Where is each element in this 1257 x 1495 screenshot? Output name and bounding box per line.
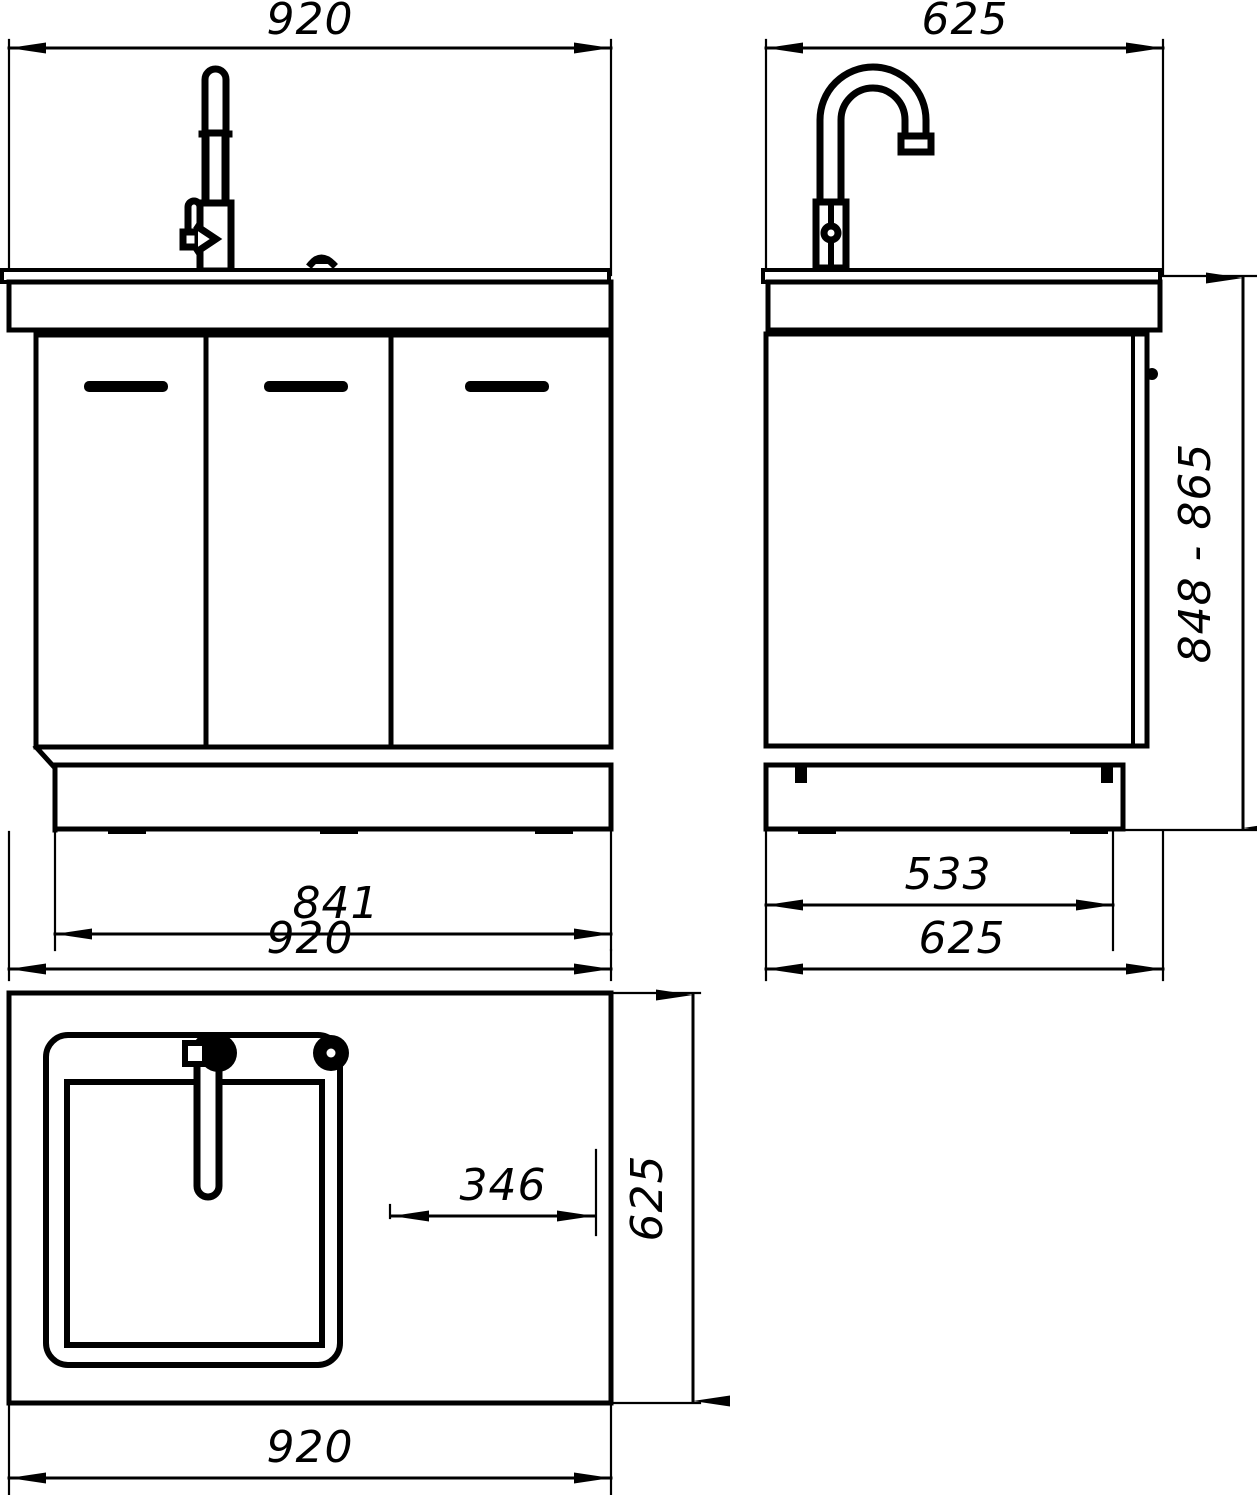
dim-text-side-depth-bottom: 625: [919, 913, 1006, 964]
front-worktop-apron: [6, 279, 614, 333]
front-foot-2: [320, 828, 358, 834]
faucet-spout-tip: [897, 132, 935, 156]
front-cabinet-body: [33, 332, 614, 750]
dim-text-side-depth-top: 625: [922, 0, 1009, 45]
front-plinth: [52, 762, 614, 832]
front-plinth-chamfer: [32, 743, 58, 833]
side-view: [761, 38, 1257, 982]
faucet-lever-pointer: [193, 222, 223, 256]
dim-text-front-body-width: 841: [293, 878, 380, 929]
dim-text-side-height: 848 - 865: [1170, 443, 1221, 664]
front-view: [0, 38, 614, 982]
side-hinge-dot: [1146, 368, 1158, 380]
faucet-outer-arc: [816, 63, 930, 207]
side-faucet: [812, 63, 935, 272]
front-faucet: [179, 65, 235, 275]
dim-text-top-sink-offset: 346: [460, 1160, 547, 1211]
top-faucet-lever: [182, 1040, 208, 1067]
faucet-lever-knob: [179, 228, 202, 251]
side-plinth: [763, 762, 1126, 832]
side-leg-2: [1101, 765, 1113, 783]
dim-text-top-width: 920: [267, 1422, 354, 1473]
faucet-inner-arc: [837, 84, 909, 207]
side-leg-1: [795, 765, 807, 783]
top-faucet-mounting-hole: [199, 1034, 237, 1072]
dim-text-front-width-bottom: 920: [267, 913, 354, 964]
side-foot-2: [1070, 828, 1108, 834]
faucet-lever-pivot: [820, 222, 842, 244]
dim-text-front-width-top: 920: [267, 0, 354, 45]
side-cabinet-body: [763, 331, 1150, 749]
side-foot-1: [798, 828, 836, 834]
front-accessory-cap: [306, 254, 338, 269]
dim-text-top-depth: 625: [622, 1155, 673, 1242]
front-door-handle-1[interactable]: [84, 381, 168, 392]
front-foot-3: [535, 828, 573, 834]
side-worktop-apron: [765, 279, 1163, 333]
dim-text-side-body-depth: 533: [905, 849, 992, 900]
front-door-handle-2[interactable]: [264, 381, 348, 392]
front-foot-1: [108, 828, 146, 834]
top-view: [6, 989, 730, 1495]
front-door-handle-3[interactable]: [465, 381, 549, 392]
top-sink-inner: [64, 1079, 325, 1348]
top-accessory-hole-center: [326, 1048, 336, 1058]
